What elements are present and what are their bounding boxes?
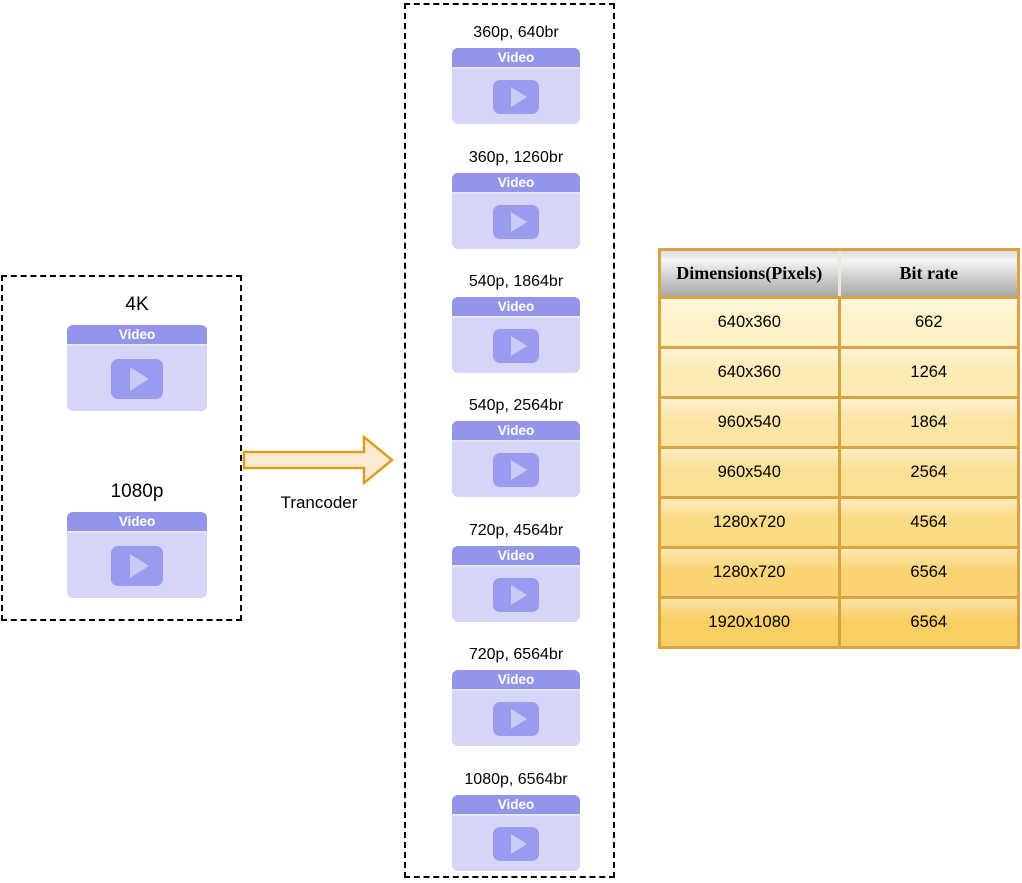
- output-video-720p-6564br: 720p, 6564br Video: [452, 645, 580, 746]
- video-player: Video: [452, 546, 580, 622]
- play-icon: [510, 833, 527, 854]
- video-label: 540p, 2564br: [468, 397, 564, 414]
- play-button: [493, 328, 539, 363]
- table-row: 1920x1080 6564: [661, 596, 1017, 646]
- bitrate-cell: 1864: [837, 399, 1017, 446]
- video-player-title: Video: [452, 670, 580, 691]
- video-player-title: Video: [452, 795, 580, 816]
- dimensions-cell: 1280x720: [661, 499, 838, 546]
- video-player-body: [452, 194, 580, 249]
- table-row: 960x540 2564: [661, 446, 1017, 496]
- table-header-row: Dimensions(Pixels) Bit rate: [661, 251, 1017, 299]
- play-icon: [510, 86, 527, 107]
- source-videos-group: 4K Video 1080p Video: [1, 275, 242, 621]
- output-video-540p-1864br: 540p, 1864br Video: [452, 272, 580, 373]
- video-player: Video: [452, 297, 580, 373]
- video-label: 1080p: [110, 481, 164, 502]
- play-icon: [510, 584, 527, 605]
- output-video-360p-640br: 360p, 640br Video: [452, 23, 580, 124]
- output-video-360p-1260br: 360p, 1260br Video: [452, 148, 580, 249]
- table-row: 960x540 1864: [661, 396, 1017, 446]
- video-label: 720p, 6564br: [468, 646, 564, 663]
- video-label: 540p, 1864br: [468, 273, 564, 290]
- dimensions-cell: 640x360: [661, 349, 838, 396]
- video-label: 1080p, 6564br: [464, 771, 568, 788]
- table-header-dimensions: Dimensions(Pixels): [661, 251, 838, 296]
- video-player-title: Video: [452, 173, 580, 194]
- play-icon: [510, 459, 527, 480]
- video-player-body: [452, 816, 580, 871]
- video-player: Video: [452, 670, 580, 746]
- video-player-body: [452, 69, 580, 124]
- play-icon: [130, 553, 149, 578]
- bitrate-cell: 662: [837, 299, 1017, 346]
- play-button: [493, 79, 539, 114]
- bitrate-cell: 6564: [837, 549, 1017, 596]
- table-row: 640x360 662: [661, 299, 1017, 346]
- video-player: Video: [452, 173, 580, 249]
- table-header-bitrate: Bit rate: [837, 251, 1017, 296]
- bitrate-cell: 4564: [837, 499, 1017, 546]
- output-renditions-group: 360p, 640br Video 360p, 1260br Video: [404, 3, 615, 878]
- output-video-540p-2564br: 540p, 2564br Video: [452, 396, 580, 497]
- video-player-body: [452, 691, 580, 746]
- dimensions-cell: 960x540: [661, 399, 838, 446]
- source-video-4k: 4K Video: [67, 293, 207, 411]
- table-row: 640x360 1264: [661, 346, 1017, 396]
- source-video-1080p: 1080p Video: [67, 480, 207, 598]
- video-player: Video: [452, 795, 580, 871]
- play-icon: [510, 211, 527, 232]
- table-row: 1280x720 4564: [661, 496, 1017, 546]
- video-player-body: [452, 318, 580, 373]
- video-player: Video: [67, 512, 207, 598]
- play-button: [111, 358, 163, 399]
- play-icon: [510, 335, 527, 356]
- video-player-body: [452, 442, 580, 497]
- dimensions-cell: 640x360: [661, 299, 838, 346]
- video-player-title: Video: [452, 48, 580, 69]
- video-label: 4K: [125, 294, 149, 315]
- video-player-title: Video: [452, 297, 580, 318]
- video-label: 360p, 1260br: [468, 149, 564, 166]
- transcoder-label: Trancoder: [280, 493, 358, 512]
- play-icon: [510, 708, 527, 729]
- bitrate-cell: 2564: [837, 449, 1017, 496]
- video-player-title: Video: [452, 421, 580, 442]
- play-button: [493, 577, 539, 612]
- video-player: Video: [67, 325, 207, 411]
- video-player-body: [67, 533, 207, 598]
- play-button: [493, 826, 539, 861]
- play-button: [493, 452, 539, 487]
- dimensions-cell: 1920x1080: [661, 599, 838, 646]
- video-player-title: Video: [67, 512, 207, 533]
- video-player: Video: [452, 421, 580, 497]
- bitrate-cell: 6564: [837, 599, 1017, 646]
- table-row: 1280x720 6564: [661, 546, 1017, 596]
- video-label: 720p, 4564br: [468, 522, 564, 539]
- video-label: 360p, 640br: [473, 24, 559, 41]
- video-player-title: Video: [452, 546, 580, 567]
- dimensions-cell: 960x540: [661, 449, 838, 496]
- play-button: [493, 204, 539, 239]
- bitrate-table: Dimensions(Pixels) Bit rate 640x360 662 …: [658, 248, 1020, 649]
- bitrate-cell: 1264: [837, 349, 1017, 396]
- video-player-title: Video: [67, 325, 207, 346]
- video-player-body: [67, 346, 207, 411]
- output-video-1080p-6564br: 1080p, 6564br Video: [452, 770, 580, 871]
- video-player-body: [452, 567, 580, 622]
- transcoder-arrow-icon: [242, 435, 394, 485]
- output-video-720p-4564br: 720p, 4564br Video: [452, 521, 580, 622]
- play-button: [493, 701, 539, 736]
- video-player: Video: [452, 48, 580, 124]
- dimensions-cell: 1280x720: [661, 549, 838, 596]
- play-button: [111, 545, 163, 586]
- play-icon: [130, 366, 149, 391]
